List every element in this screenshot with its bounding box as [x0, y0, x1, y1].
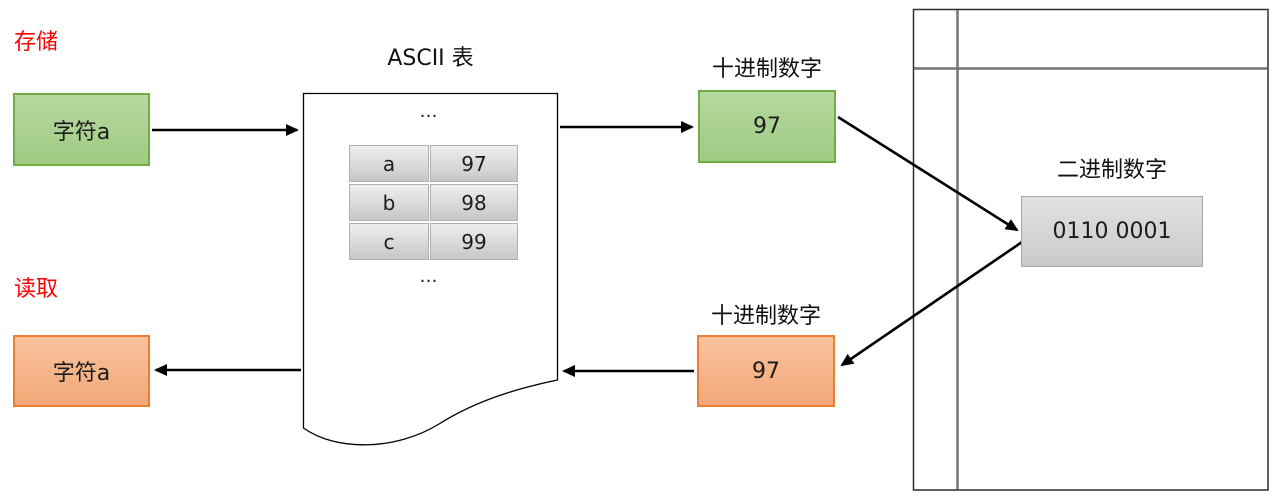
table-row: a 97: [349, 145, 518, 182]
binary-label: 二进制数字: [1056, 158, 1167, 183]
decimal-store-box: 97: [698, 90, 836, 163]
char-cell: c: [349, 223, 429, 260]
decimal-bottom-label: 十进制数字: [710, 304, 821, 329]
store-label: 存储: [14, 30, 59, 55]
ascii-table-title: ASCII 表: [387, 46, 474, 71]
decimal-read-box: 97: [697, 335, 835, 407]
table-row: c 99: [349, 223, 518, 260]
memory-page-outline: [912, 8, 1269, 491]
ascii-mapping-table: a 97 b 98 c 99: [348, 143, 519, 262]
arrow-binary-to-decimal: [840, 240, 1023, 367]
binary-value-box: 0110 0001: [1021, 196, 1203, 267]
char-read-box: 字符a: [13, 335, 150, 407]
read-label: 读取: [14, 277, 59, 302]
ascii-ellipsis-bottom: …: [419, 266, 442, 287]
code-cell: 99: [430, 223, 518, 260]
char-cell: b: [349, 184, 429, 221]
arrow-decimal-to-binary: [837, 115, 1019, 232]
char-cell: a: [349, 145, 429, 182]
char-store-box: 字符a: [13, 93, 150, 166]
decimal-top-label: 十进制数字: [711, 57, 822, 82]
ascii-ellipsis-top: …: [419, 101, 442, 122]
code-cell: 98: [430, 184, 518, 221]
code-cell: 97: [430, 145, 518, 182]
table-row: b 98: [349, 184, 518, 221]
